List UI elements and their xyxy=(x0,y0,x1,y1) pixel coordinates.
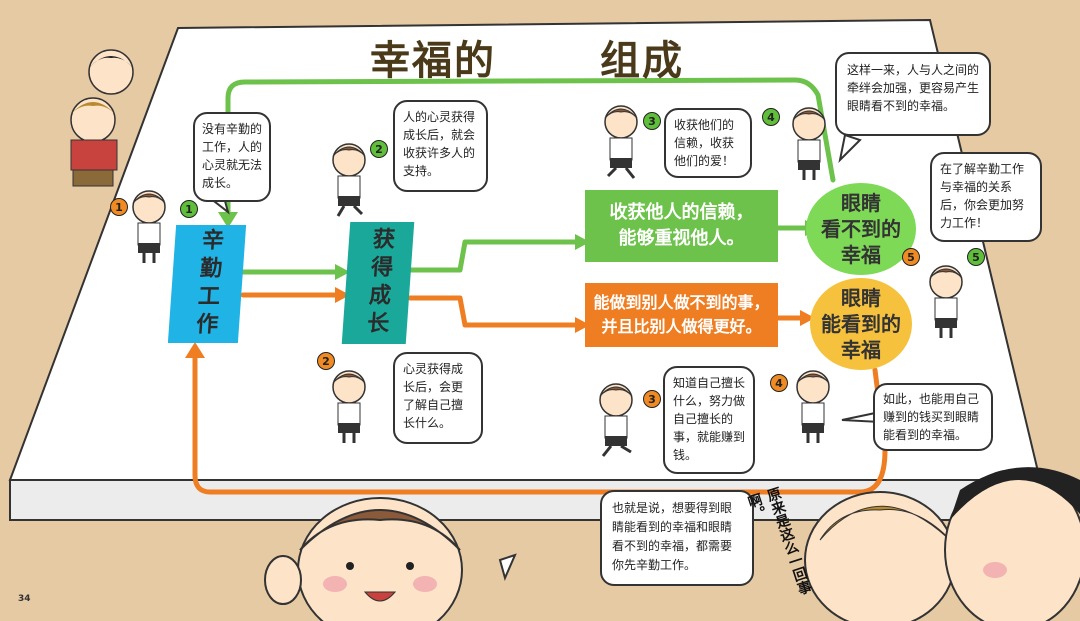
node-trust: 收获他人的信赖， 能够重视他人。 xyxy=(585,190,778,262)
top-loop-arrow xyxy=(225,77,836,221)
node-growth: 获得成长 xyxy=(341,222,415,344)
kid-figure-3-top xyxy=(604,105,638,179)
bubble-step-5: 在了解辛勤工作与幸福的关系后，你会更加努力工作！ xyxy=(930,152,1042,242)
bubble-step-2-bottom: 心灵获得成长后，会更了解自己擅长什么。 xyxy=(393,352,483,444)
growth-to-ability-arrow xyxy=(407,295,578,328)
node-invisible-happiness: 眼睛 看不到的 幸福 xyxy=(806,183,916,275)
kid-figure-2-top xyxy=(332,143,366,217)
kid-figure-4-bottom xyxy=(796,370,830,443)
number-badge-4-top: 4 xyxy=(762,108,780,126)
bubble-step-4-top: 这样一来，人与人之间的牵绊会加强，更容易产生眼睛看不到的幸福。 xyxy=(835,52,991,136)
kid-figure-1 xyxy=(132,190,166,263)
orange-arrowheads xyxy=(185,287,815,358)
number-badge-5b: 5 xyxy=(967,248,985,266)
number-badge-2-bottom: 2 xyxy=(317,352,335,370)
growth-to-trust-arrow xyxy=(407,239,578,273)
title-part1: 幸福的 xyxy=(370,38,496,84)
number-badge-3-bottom: 3 xyxy=(643,390,661,408)
kid-figure-4-top xyxy=(792,107,826,180)
node-ability: 能做到别人做不到的事， 并且比别人做得更好。 xyxy=(585,283,778,347)
bottom-loop-arrow xyxy=(192,352,888,495)
bubble-step-2-top: 人的心灵获得成长后，就会收获许多人的支持。 xyxy=(393,100,488,192)
big-kid-pointing xyxy=(264,497,463,621)
number-badge-3-top: 3 xyxy=(643,112,661,130)
bubble-step-1: 没有辛勤的工作，人的心灵就无法成长。 xyxy=(193,112,271,202)
bubble-step-3-bottom: 知道自己擅长什么，努力做自己擅长的事，就能赚到钱。 xyxy=(663,366,755,474)
number-badge-2-top: 2 xyxy=(370,140,388,158)
number-badge-4-bottom: 4 xyxy=(770,374,788,392)
bubble-step-3-top: 收获他们的信赖，收获他们的爱！ xyxy=(664,108,752,178)
page-number: 34 xyxy=(18,594,31,604)
title-part2: 组成 xyxy=(600,38,684,84)
number-badge-1a: 1 xyxy=(110,198,128,216)
number-badge-5a: 5 xyxy=(902,248,920,266)
kid-figure-3-bottom xyxy=(599,383,633,457)
kids-bottom-right xyxy=(804,467,1080,621)
kids-top-left xyxy=(70,49,134,187)
number-badge-1b: 1 xyxy=(180,200,198,218)
orange-arrows xyxy=(192,292,888,495)
node-visible-happiness: 眼睛 能看到的 幸福 xyxy=(810,278,912,370)
green-arrows xyxy=(225,77,836,275)
bubble-summary: 也就是说，想要得到眼睛能看到的幸福和眼睛看不到的幸福，都需要你先辛勤工作。 xyxy=(600,490,754,586)
bubble-step-4-bottom: 如此，也能用自己赚到的钱买到眼睛能看到的幸福。 xyxy=(873,383,993,451)
kid-figure-5 xyxy=(929,265,963,338)
kid-figure-2-bottom xyxy=(332,370,366,443)
